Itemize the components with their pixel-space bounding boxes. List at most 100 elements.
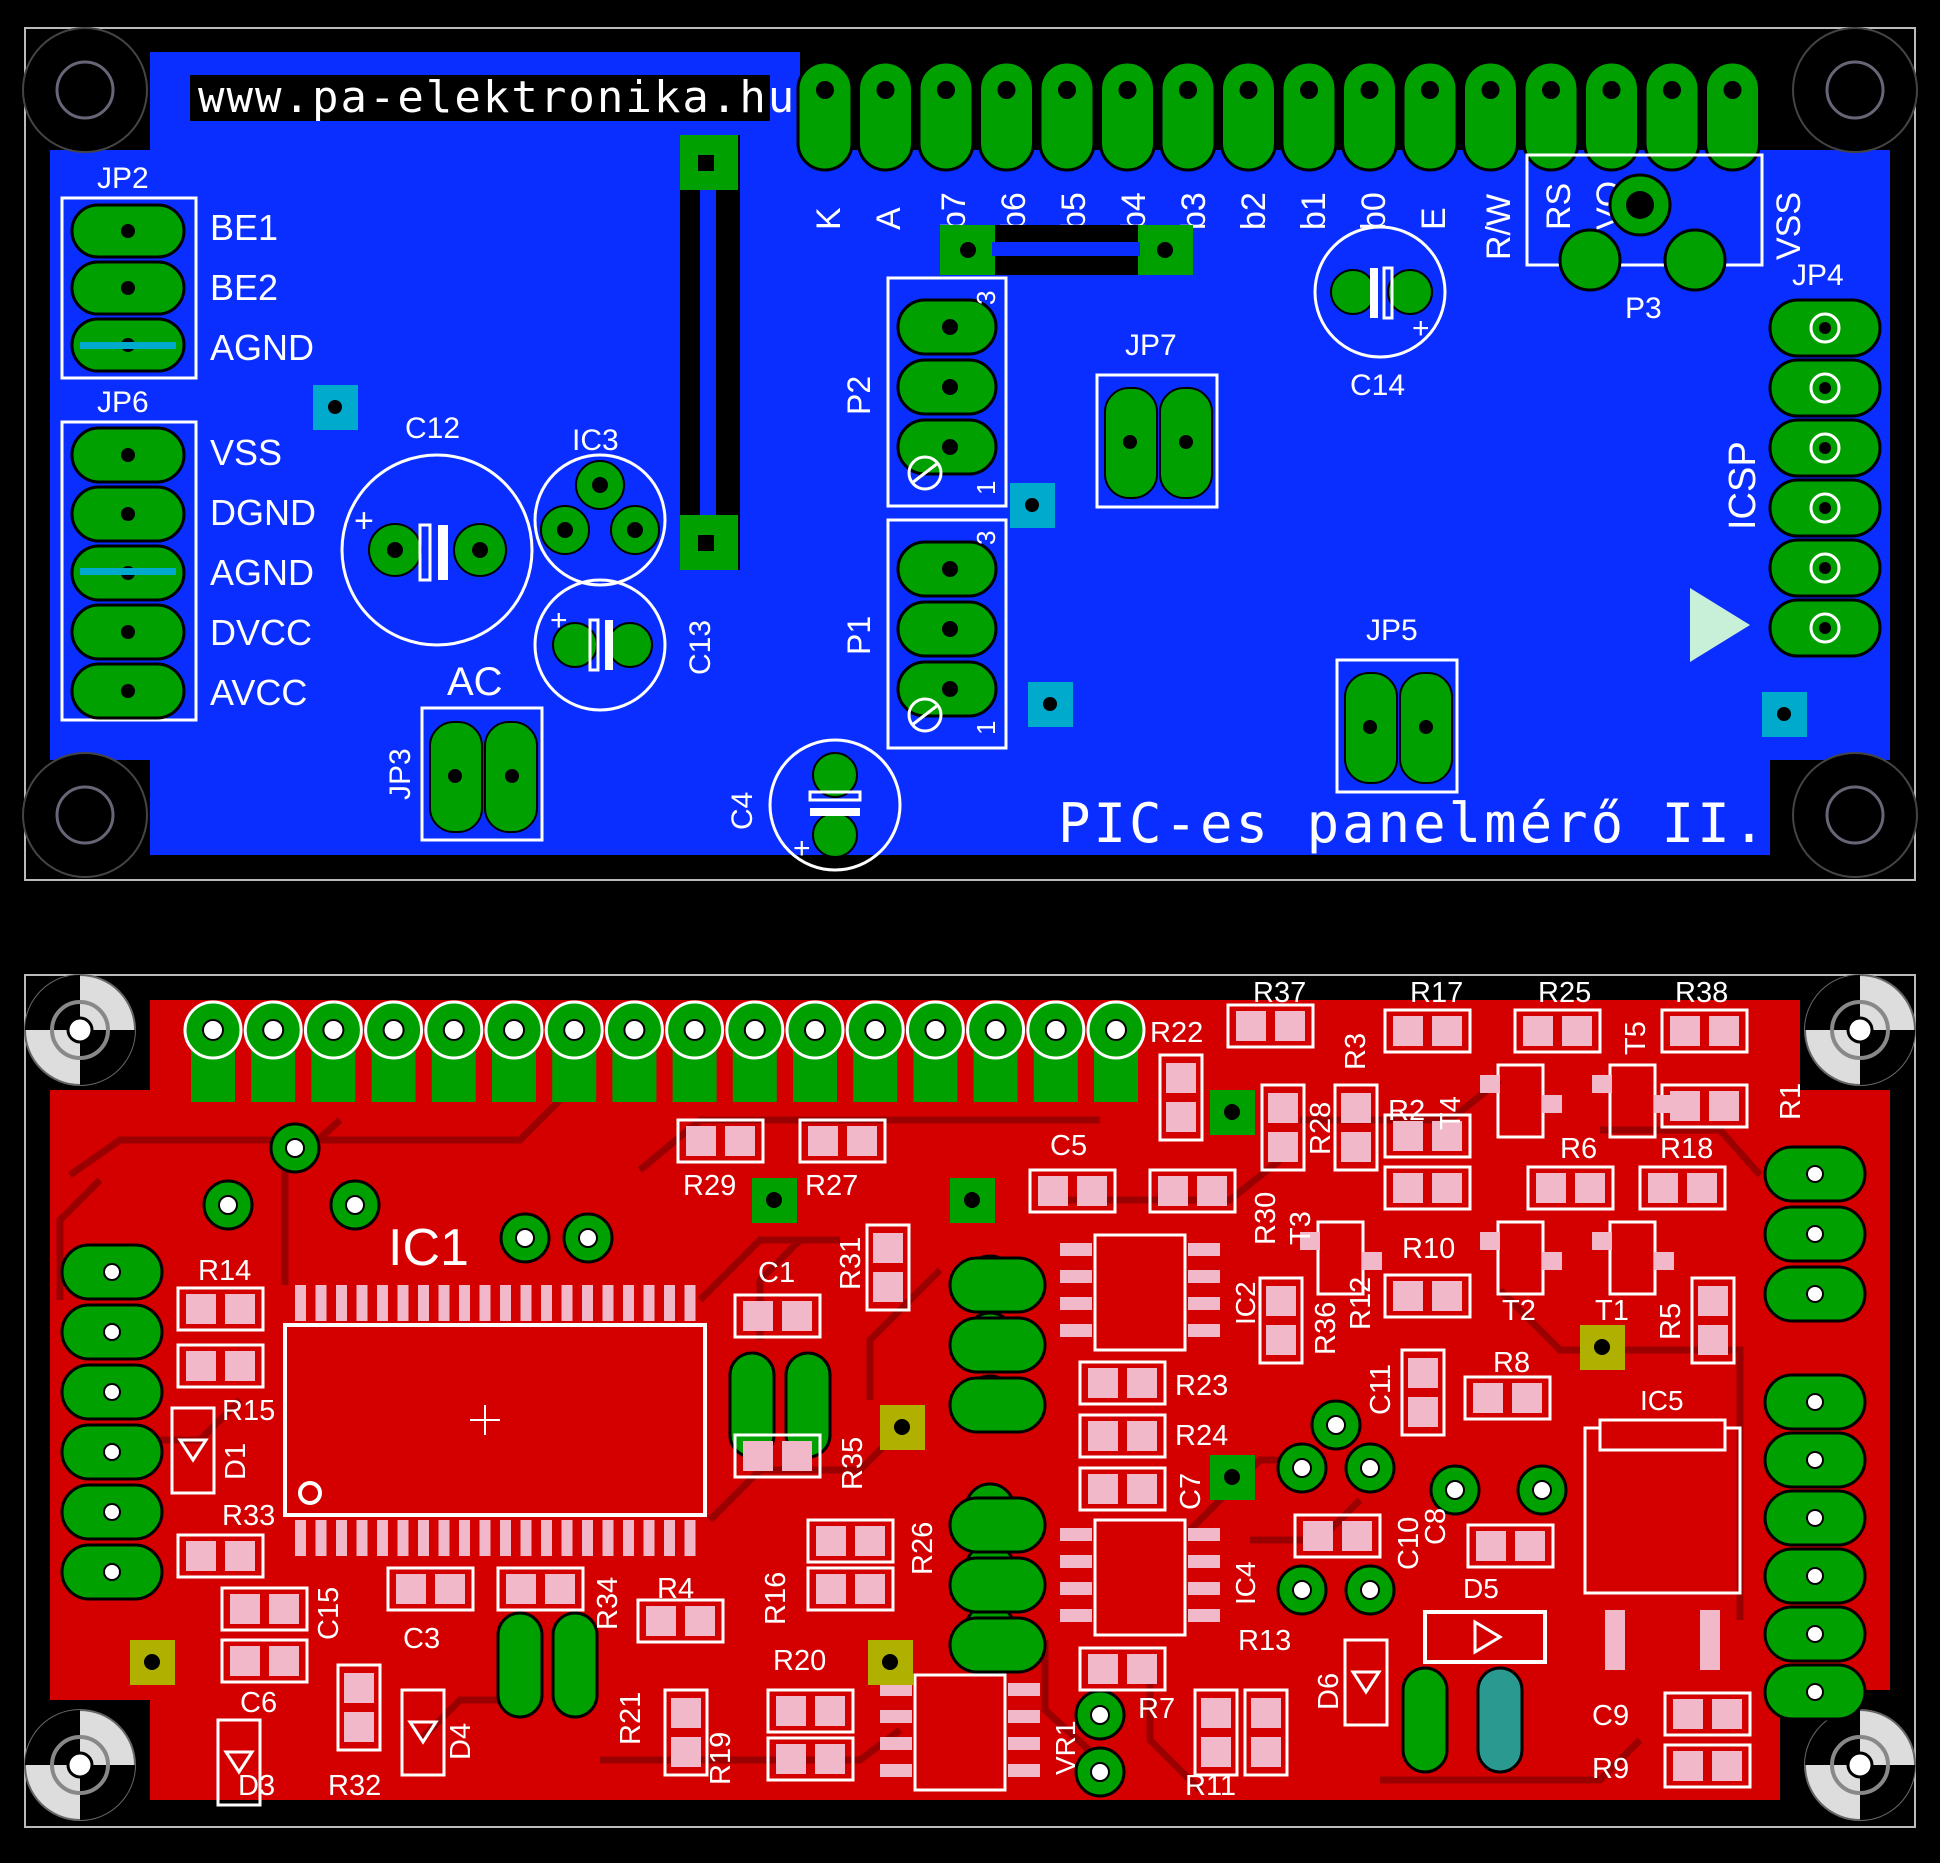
d3-label: D3 (238, 1770, 275, 1802)
c7-label: C7 (1175, 1473, 1207, 1510)
ic3-label: IC3 (572, 424, 619, 457)
lcd-header-pad (1099, 60, 1156, 172)
lcd-header-pad (1280, 60, 1338, 172)
r37-label: R37 (1253, 977, 1306, 1009)
lcd-header-pin-label: b6 (995, 192, 1033, 230)
d1-label: D1 (220, 1443, 252, 1480)
p2-label: P2 (841, 376, 877, 415)
lcd-header-pad (796, 60, 854, 172)
ic5-label: IC5 (1640, 1385, 1684, 1416)
r19-label: R19 (705, 1732, 737, 1785)
t3-label: T3 (1285, 1211, 1317, 1245)
r4-label: R4 (657, 1573, 694, 1605)
ac-label: AC (447, 660, 503, 704)
jp2-pin-agnd: AGND (210, 327, 314, 368)
r18-label: R18 (1660, 1133, 1713, 1165)
r14-label: R14 (198, 1255, 251, 1287)
r28-label: R28 (1305, 1102, 1337, 1155)
r33-label: R33 (222, 1500, 275, 1532)
jp5-label: JP5 (1366, 614, 1418, 647)
t1-label: T1 (1595, 1295, 1629, 1327)
r6-label: R6 (1560, 1133, 1597, 1165)
lcd-header-pad (1704, 60, 1761, 172)
ic2-label: IC2 (1230, 1281, 1261, 1325)
lcd-header-pin-label: RS (1540, 183, 1578, 230)
t5-label: T5 (1620, 1021, 1652, 1055)
ic4-package: IC4 (1060, 1518, 1261, 1637)
r22-label: R22 (1150, 1017, 1203, 1049)
r12-label: R12 (1345, 1277, 1377, 1330)
d6-label: D6 (1313, 1673, 1345, 1710)
r20-label: R20 (773, 1645, 826, 1677)
ic1-label: IC1 (388, 1219, 469, 1277)
r23-label: R23 (1175, 1370, 1228, 1402)
r2-label: R2 (1388, 1095, 1425, 1127)
t2-label: T2 (1502, 1295, 1536, 1327)
vr1-label: VR1 (1050, 1721, 1081, 1775)
lcd-header-pad (1341, 60, 1398, 172)
jp6-pin-agnd: AGND (210, 552, 314, 593)
jp6-pin-dvcc: DVCC (210, 612, 312, 653)
p1-pin1-label: 1 (971, 721, 1001, 735)
lcd-header-pin-label: b5 (1055, 192, 1093, 230)
p2-pin1-label: 1 (971, 481, 1001, 495)
lcd-header-pin-label: R/W (1480, 194, 1518, 260)
c4-label: C4 (726, 792, 759, 830)
p1-label: P1 (841, 616, 877, 655)
jp6-pads (70, 426, 186, 720)
lcd-header-pin-label: b0 (1355, 192, 1393, 230)
jp6-pin-vss: VSS (210, 432, 282, 473)
c14-plus: + (1412, 312, 1430, 345)
jp3-label: JP3 (384, 748, 417, 800)
lcd-header-pin-label: b2 (1235, 192, 1273, 230)
c11-label: C11 (1365, 1364, 1397, 1415)
lcd-header-pin-label: A (870, 207, 908, 230)
c5-label: C5 (1050, 1130, 1087, 1162)
lcd-header-pad (1583, 60, 1640, 172)
lcd-header-pad (1522, 60, 1580, 172)
lcd-header-pad (1401, 60, 1459, 172)
jp4-pads (1768, 298, 1882, 658)
c14-label: C14 (1350, 369, 1405, 402)
p2-pin3-label: 3 (971, 291, 1001, 305)
ic2-package: IC2 (1060, 1233, 1261, 1352)
r25-label: R25 (1538, 977, 1591, 1009)
r35-label: R35 (837, 1437, 869, 1490)
lcd-header-pad (1159, 60, 1217, 172)
p3-label: P3 (1625, 292, 1662, 325)
r15-label: R15 (222, 1395, 275, 1427)
lcd-header-pads (796, 60, 1761, 172)
mounting-holes-bottom (24, 974, 1916, 1821)
r3-label: R3 (1340, 1033, 1372, 1070)
p1-pin3-label: 3 (971, 531, 1001, 545)
r38-label: R38 (1675, 977, 1728, 1009)
r31-label: R31 (835, 1237, 867, 1290)
r16-label: R16 (760, 1572, 792, 1625)
c10-label: C10 (1393, 1517, 1425, 1570)
c15-label: C15 (313, 1587, 345, 1640)
r7-label: R7 (1138, 1693, 1175, 1725)
jp4-label: JP4 (1792, 259, 1844, 292)
lcd-header-pin-label: b7 (935, 192, 973, 230)
c12-plus: + (354, 502, 374, 540)
c3-label: C3 (403, 1623, 440, 1655)
r9-label: R9 (1592, 1753, 1629, 1785)
lcd-header-pad (978, 60, 1035, 172)
icsp-label: ICSP (1722, 441, 1764, 530)
r13-label: R13 (1238, 1625, 1291, 1657)
lcd-header-pad (857, 60, 914, 172)
r5-label: R5 (1655, 1303, 1687, 1340)
ic1-package: IC1 (283, 1219, 707, 1556)
lcd-header-pin-label: b4 (1115, 192, 1153, 230)
r17-label: R17 (1410, 977, 1463, 1009)
r11-label: R11 (1185, 1770, 1236, 1802)
c13-label: C13 (684, 620, 717, 675)
trimmers (886, 276, 1008, 750)
c9-label: C9 (1592, 1700, 1629, 1732)
lcd-header-pad (917, 60, 975, 172)
r32-label: R32 (328, 1770, 381, 1802)
